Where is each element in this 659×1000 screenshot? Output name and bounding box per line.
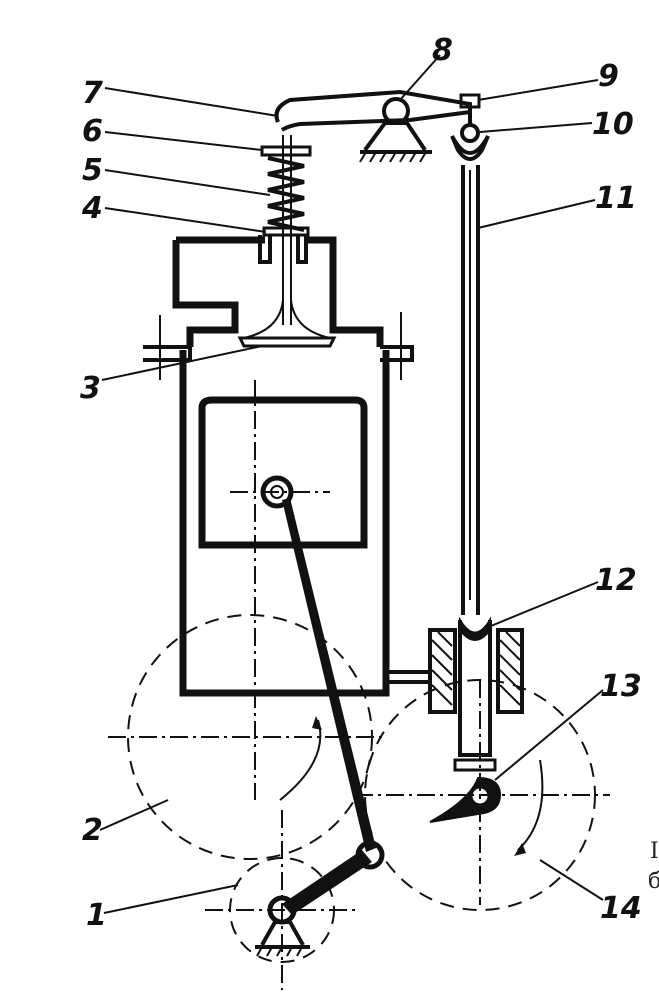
label-13: 13 [600,669,642,704]
label-9: 9 [598,59,619,94]
piston [198,380,368,800]
edge-text-b: б [648,869,659,894]
valve [237,135,337,348]
label-7: 7 [82,76,103,111]
tappet-guide [428,616,524,772]
connecting-rod [255,498,385,957]
gear-large [108,614,385,860]
gear-crank [205,810,360,990]
leader-lines [99,54,604,914]
label-3: 3 [80,371,101,406]
label-4: 4 [81,191,103,226]
label-2: 2 [82,813,103,848]
cam [429,776,502,823]
adjusting-screw [450,93,490,161]
label-8: 8 [432,33,453,68]
push-rod [461,165,480,615]
label-12: 12 [595,563,637,598]
label-1: 1 [86,898,107,933]
label-10: 10 [592,107,634,142]
rocker-arm [274,89,472,163]
label-5: 5 [82,153,103,188]
label-6: 6 [82,114,103,149]
label-14: 14 [600,891,642,926]
gear-cam [355,679,610,911]
label-11: 11 [595,181,637,216]
edge-text-a: I [650,839,659,864]
cylinder-head [172,235,384,347]
valve-spring [260,145,312,237]
